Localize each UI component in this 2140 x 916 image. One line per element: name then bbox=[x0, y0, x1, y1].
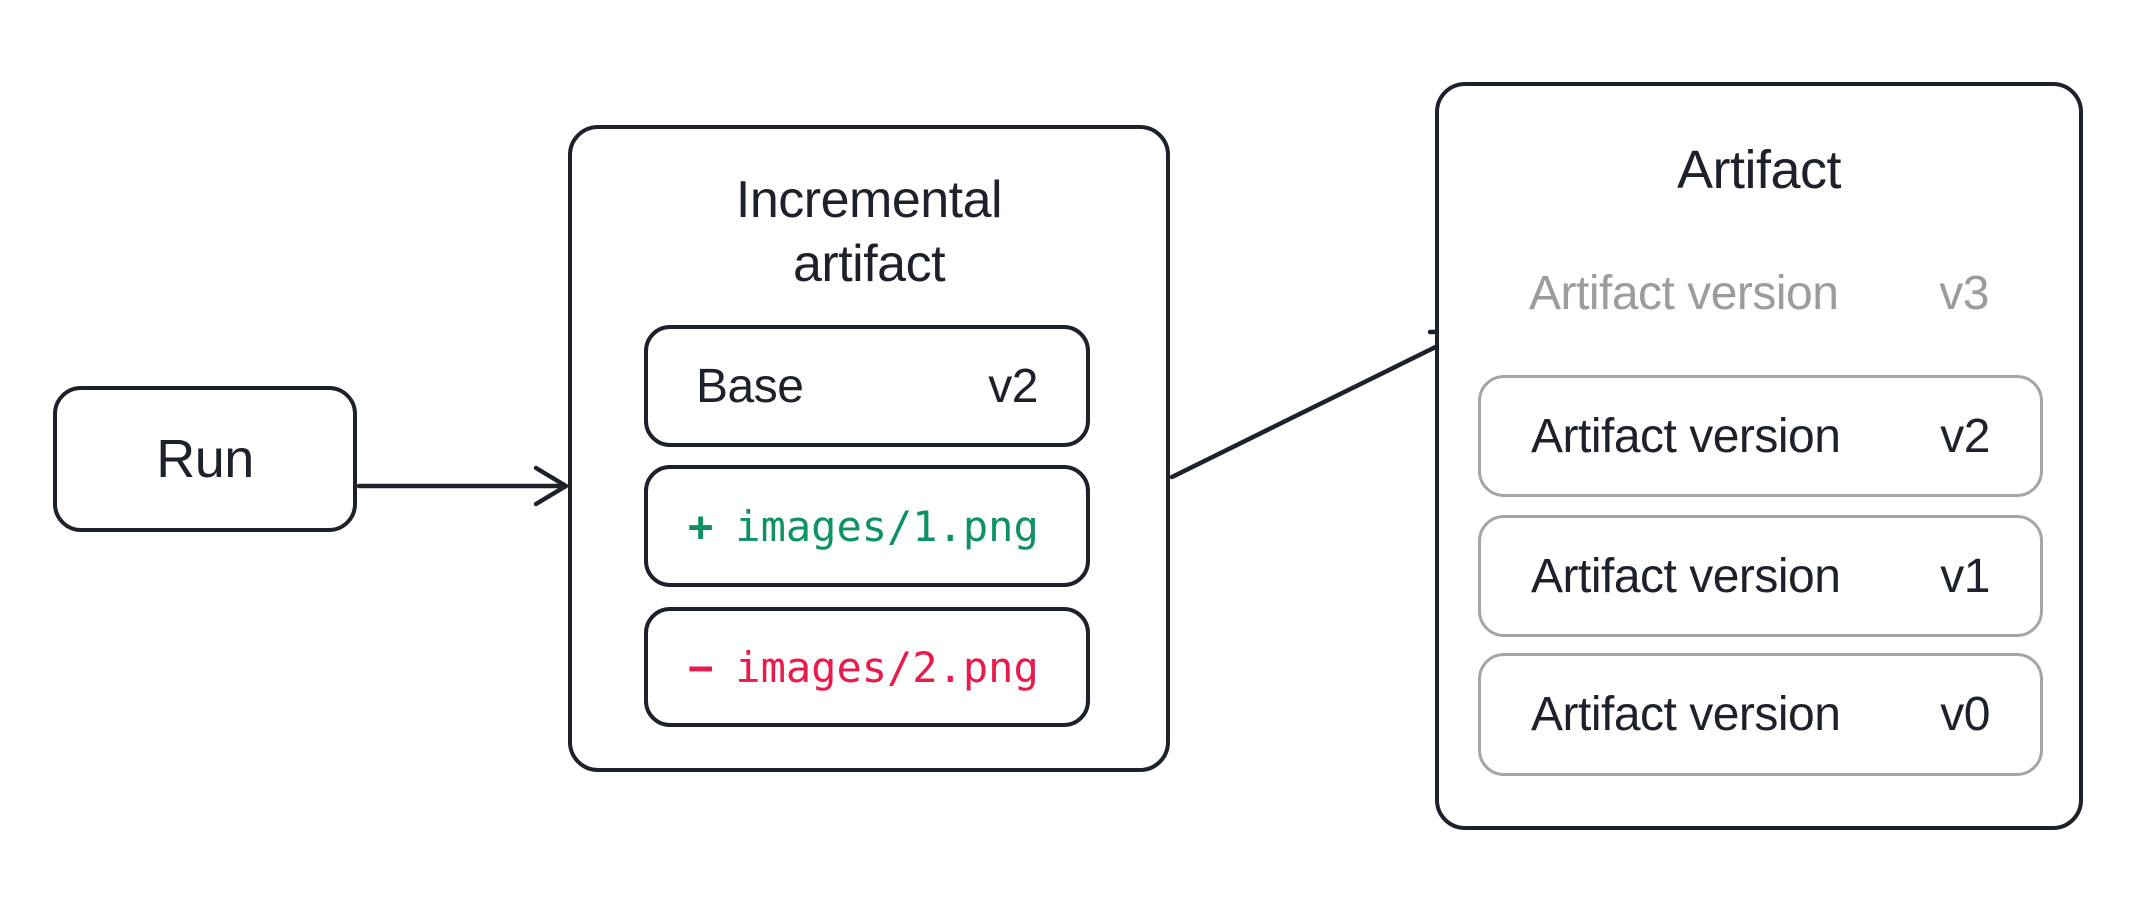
artifact-version-row: Artifact version v0 bbox=[1478, 653, 2043, 776]
artifact-version-number: v1 bbox=[1940, 549, 1990, 603]
artifact-version-label: Artifact version bbox=[1531, 409, 1841, 463]
arrow-run-to-incremental bbox=[356, 465, 569, 507]
removed-file-path: images/2.png bbox=[735, 642, 1039, 692]
artifact-version-number: v3 bbox=[1939, 266, 1989, 320]
artifact-version-number: v2 bbox=[1940, 409, 1990, 463]
minus-icon: − bbox=[688, 642, 714, 692]
base-version-number: v2 bbox=[988, 359, 1038, 413]
run-label: Run bbox=[156, 429, 254, 489]
artifact-version-label: Artifact version bbox=[1531, 688, 1841, 741]
base-version-chip: Base v2 bbox=[644, 325, 1090, 447]
artifact-version-row: Artifact version v2 bbox=[1478, 375, 2043, 497]
removed-file-chip: − images/2.png bbox=[644, 607, 1090, 727]
incremental-artifact-title: Incremental artifact bbox=[735, 171, 1003, 293]
artifact-version-row: Artifact version v1 bbox=[1478, 515, 2043, 637]
added-file-chip: + images/1.png bbox=[644, 465, 1090, 587]
artifact-version-row-pending: Artifact version v3 bbox=[1479, 235, 2039, 351]
plus-icon: + bbox=[688, 501, 714, 551]
artifact-version-label: Artifact version bbox=[1531, 549, 1841, 603]
base-label: Base bbox=[696, 359, 804, 413]
artifact-title: Artifact bbox=[1676, 140, 1842, 200]
artifact-version-number: v0 bbox=[1940, 688, 1990, 741]
artifact-version-label: Artifact version bbox=[1529, 266, 1839, 320]
run-node: Run bbox=[53, 386, 357, 532]
arrow-incremental-to-artifact bbox=[1169, 328, 1471, 480]
added-file-path: images/1.png bbox=[735, 501, 1039, 551]
